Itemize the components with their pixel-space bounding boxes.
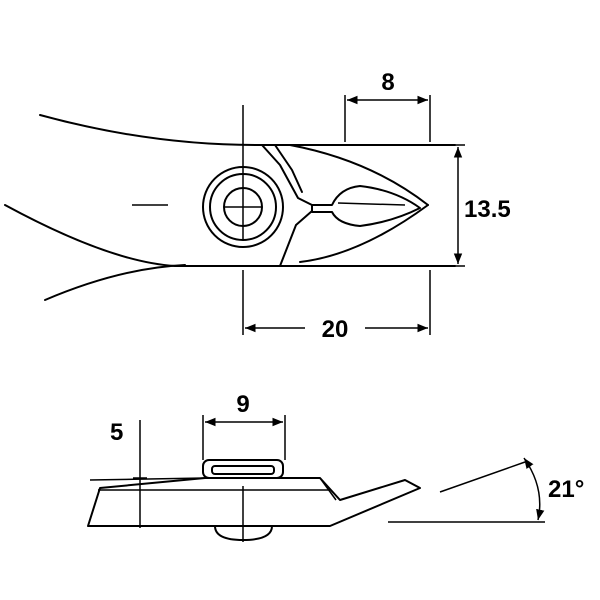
cutting-blade [311, 185, 421, 227]
dim-angle-label: 21° [548, 476, 584, 503]
side-body-top-line [89, 477, 206, 481]
dim-jaw-length-label: 20 [322, 316, 349, 343]
dim-thickness-label: 5 [110, 419, 123, 446]
angle-arc [523, 457, 545, 521]
lower-jaw-divider [279, 210, 313, 267]
dim-tip-length-label: 8 [381, 69, 394, 96]
side-body-inner-edge [319, 477, 337, 501]
lower-handle-outline [4, 204, 176, 267]
upper-jaw-outline [289, 144, 429, 206]
blade-center-line [337, 202, 406, 206]
dim-pivot-width-label: 9 [236, 391, 249, 418]
upper-jaw-divider [261, 144, 313, 206]
lower-jaw-outline [299, 204, 429, 263]
angle-ref-line-upper [439, 461, 526, 493]
dim-jaw-height-label: 13.5 [464, 196, 511, 223]
pivot-head-inner [211, 465, 275, 475]
pivot-head-top [202, 459, 284, 479]
side-view: 9 5 21° [87, 391, 584, 542]
top-view: 8 13.5 20 [4, 69, 511, 343]
upper-jaw-divider-2 [274, 144, 303, 193]
side-body-outline [87, 477, 421, 527]
upper-handle-outline [39, 114, 256, 146]
lower-handle-inner [44, 264, 186, 301]
